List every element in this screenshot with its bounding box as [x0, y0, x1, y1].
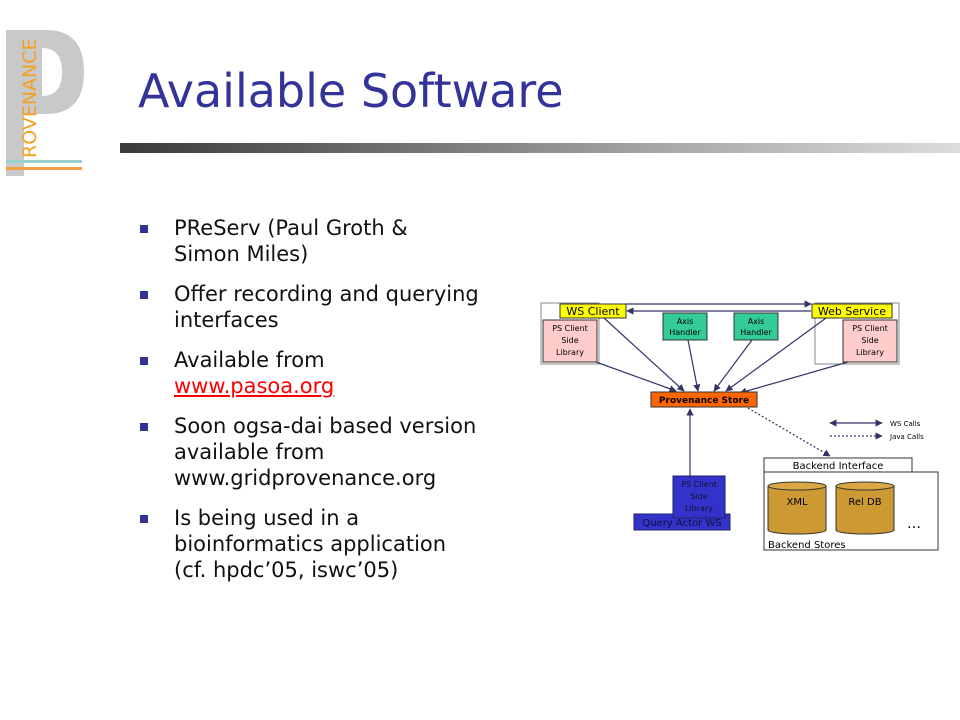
logo-text: ROVENANCE: [19, 38, 41, 158]
axis-handler-2-line: Handler: [740, 328, 772, 337]
architecture-diagram: WS Client Web Service PS Client Side Lib…: [540, 300, 939, 551]
xml-store: [767, 481, 827, 535]
query-actor-label: Query Actor WS: [642, 518, 721, 529]
slide-title: Available Software: [138, 64, 564, 118]
ps-client-right-line: Side: [861, 336, 878, 345]
bullet-line: Offer recording and querying: [174, 282, 479, 306]
ps-client-right-line: PS Client: [852, 324, 888, 333]
backend-stores-label: Backend Stores: [768, 540, 846, 551]
bullet-line: PReServ (Paul Groth &: [174, 216, 408, 240]
ws-client-box: [559, 303, 627, 319]
reldb-store-label: Rel DB: [848, 497, 881, 508]
axis-handler-1-line: Handler: [669, 328, 701, 337]
ps-client-bottom-line: PS Client: [681, 480, 717, 489]
bullet-line: Simon Miles): [174, 242, 309, 266]
axis-handler-2-box: [733, 312, 779, 341]
ws-client-label: WS Client: [566, 305, 620, 318]
bullet-line: bioinformatics application: [174, 532, 447, 556]
axis-handler-1-line: Axis: [677, 317, 694, 326]
ps-client-bottom-line: Side: [690, 492, 707, 501]
web-service-to-store-arrow: [725, 317, 827, 392]
bullet-marker: [140, 423, 148, 431]
bullet-marker: [140, 225, 148, 233]
axis-handler-2-line: Axis: [748, 317, 765, 326]
axis-handler-1-box: [662, 312, 708, 341]
reldb-store: [835, 481, 895, 535]
right-client-to-store-arrow: [739, 361, 849, 395]
provenance-store-box: [650, 391, 758, 408]
bullet-line: interfaces: [174, 308, 279, 332]
bullet-item: PReServ (Paul Groth & Simon Miles): [138, 215, 518, 267]
legend-ws-calls-label: WS Calls: [890, 420, 921, 428]
store-ellipsis: …: [907, 516, 921, 532]
bullet-item: Soon ogsa-dai based version available fr…: [138, 413, 518, 491]
pasoa-link[interactable]: www.pasoa.org: [174, 374, 335, 398]
provenance-store-label: Provenance Store: [659, 396, 749, 406]
bullet-marker: [140, 515, 148, 523]
ps-client-right-line: Library: [856, 348, 884, 357]
ps-client-left-line: PS Client: [552, 324, 588, 333]
ps-client-left-line: Side: [561, 336, 578, 345]
bullet-marker: [140, 357, 148, 365]
store-to-backend-arrow: [747, 407, 831, 457]
ws-client-to-store-arrow: [603, 317, 685, 392]
ps-client-left-line: Library: [556, 348, 584, 357]
title-divider: [120, 143, 960, 153]
bullet-line: (cf. hpdc’05, iswc’05): [174, 558, 399, 582]
ps-client-left-box: [542, 319, 598, 363]
ps-client-right-box: [842, 319, 898, 363]
ps-client-bottom-line: Library: [685, 504, 713, 513]
web-service-label: Web Service: [818, 305, 886, 318]
bullet-item: Available from www.pasoa.org: [138, 347, 518, 399]
web-service-box: [811, 303, 893, 319]
bullet-line: Soon ogsa-dai based version: [174, 414, 477, 438]
bullet-line: Is being used in a: [174, 506, 360, 530]
backend-interface-label: Backend Interface: [793, 461, 884, 472]
bullet-item: Offer recording and querying interfaces: [138, 281, 518, 333]
bullet-line: www.gridprovenance.org: [174, 466, 437, 490]
provenance-logo: ROVENANCE: [6, 0, 84, 176]
bullet-item: Is being used in a bioinformatics applic…: [138, 505, 518, 583]
xml-store-label: XML: [786, 497, 807, 508]
backend-interface-box: [763, 457, 913, 473]
axis2-to-store-arrow: [713, 339, 753, 392]
ps-client-bottom-box: [672, 475, 726, 519]
bullet-line: Available from: [174, 348, 325, 372]
bullet-list: PReServ (Paul Groth & Simon Miles) Offer…: [138, 215, 518, 597]
bullet-line: available from: [174, 440, 325, 464]
left-client-to-store-arrow: [595, 361, 677, 393]
bullet-marker: [140, 291, 148, 299]
axis1-to-store-arrow: [687, 339, 701, 392]
legend-java-calls-label: Java Calls: [889, 433, 924, 441]
